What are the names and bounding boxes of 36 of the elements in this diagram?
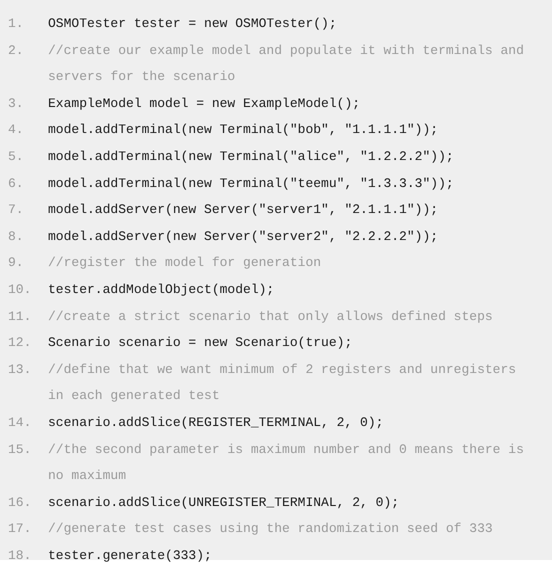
line-number: 3.	[7, 94, 25, 113]
line-number: 18.	[7, 546, 32, 565]
code-comment: //the second parameter is maximum number and 0 means there is no maximum	[48, 440, 525, 486]
code-line: tester.addModelObject(model);	[48, 280, 276, 299]
line-number: 4.	[7, 121, 25, 140]
line-number: 1.	[7, 15, 25, 33]
code-comment: //create a strict scenario that only allows defined steps	[48, 308, 494, 326]
code-line: tester.generate(333);	[48, 546, 213, 565]
line-number: 5.	[7, 148, 25, 166]
code-line: ExampleModel model = new ExampleModel();	[48, 94, 362, 113]
code-line: scenario.addSlice(REGISTER_TERMINAL, 2, 0);	[48, 414, 384, 432]
code-line: scenario.addSlice(UNREGISTER_TERMINAL, 2, 0);	[48, 494, 400, 512]
line-number: 10.	[7, 280, 32, 299]
line-number: 2.	[7, 42, 25, 60]
line-number: 12.	[7, 334, 32, 352]
line-number: 15.	[7, 440, 32, 458]
line-number: 14.	[7, 414, 32, 432]
code-comment: //generate test cases using the randomization seed of 333	[48, 520, 494, 538]
code-line: OSMOTester tester = new OSMOTester();	[48, 15, 338, 33]
line-number: 13.	[7, 360, 32, 379]
line-number: 16.	[7, 494, 32, 512]
line-number: 8.	[7, 228, 25, 246]
line-number: 7.	[7, 201, 25, 220]
code-line: model.addTerminal(new Terminal("teemu", "1.3.3.3"));	[48, 174, 455, 193]
code-line: model.addTerminal(new Terminal("bob", "1.1.1.1"));	[48, 121, 440, 140]
code-line: model.addServer(new Server("server1", "2.1.1.1"));	[48, 201, 440, 220]
code-line: model.addTerminal(new Terminal("alice", "1.2.2.2"));	[48, 148, 455, 166]
line-number: 6.	[7, 174, 25, 193]
code-comment: //register the model for generation	[48, 254, 322, 272]
code-line: Scenario scenario = new Scenario(true);	[48, 334, 354, 352]
line-number: 17.	[7, 520, 32, 538]
code-line: model.addServer(new Server("server2", "2.2.2.2"));	[48, 228, 440, 246]
line-number: 9.	[7, 254, 25, 272]
line-number: 11.	[7, 308, 32, 326]
code-comment: //define that we want minimum of 2 registers and unregisters in each generated test	[48, 360, 518, 406]
code-comment: //create our example model and populate it with terminals and servers for the scenario	[48, 42, 525, 86]
